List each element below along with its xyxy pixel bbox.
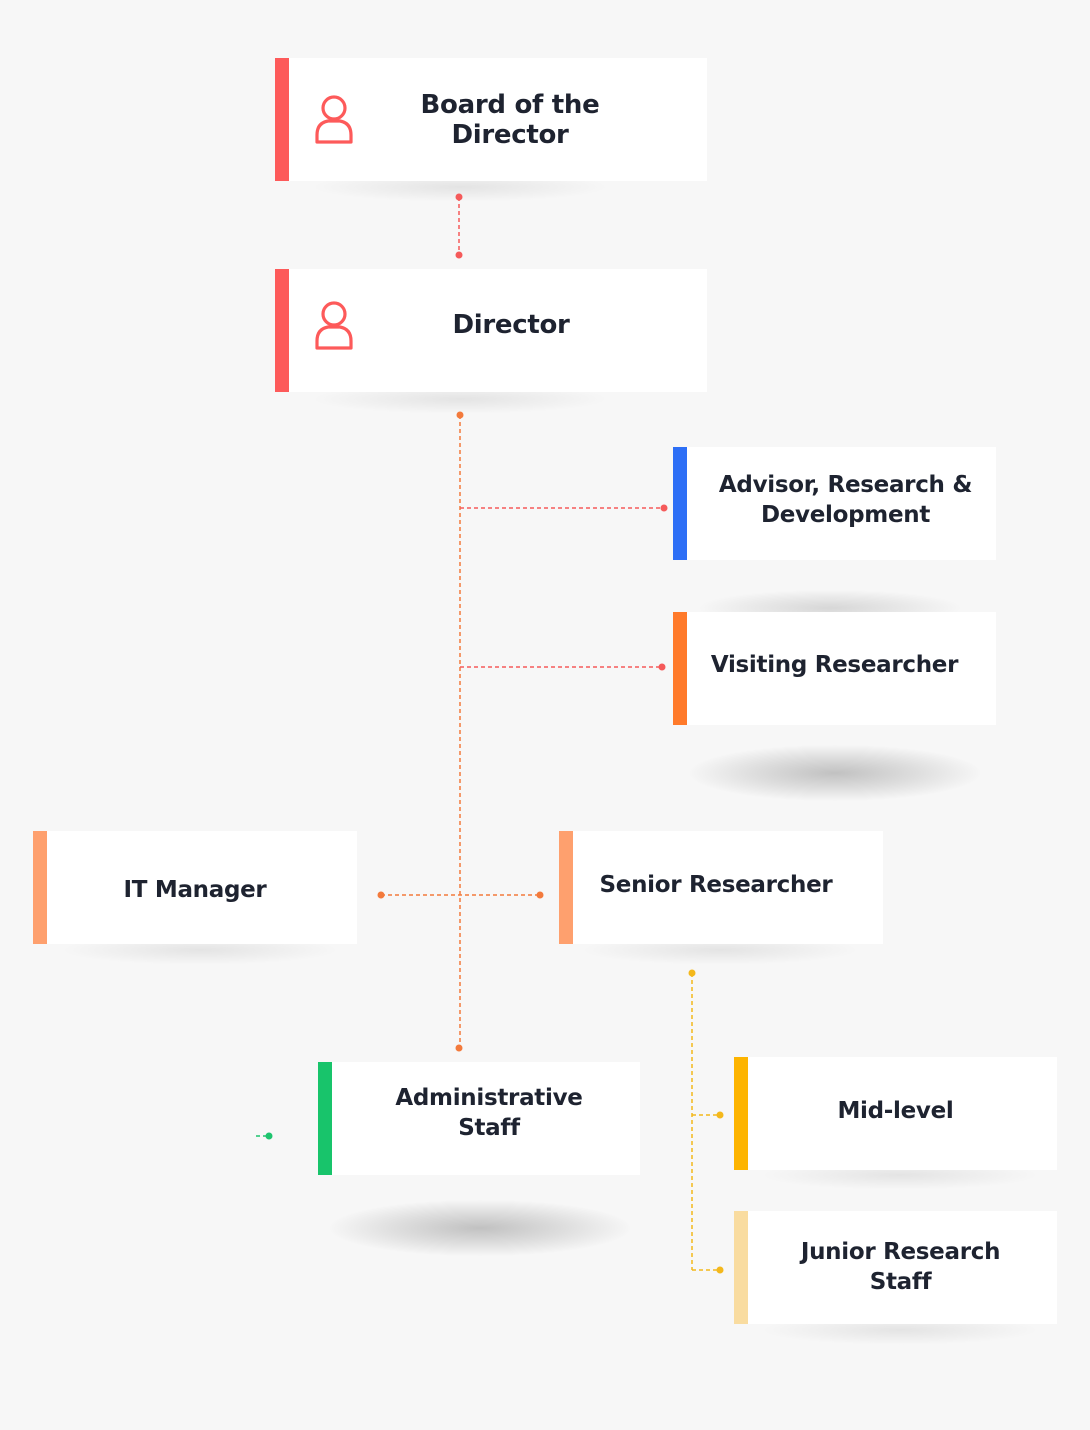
node-junior-research-staff: Junior Research Staff xyxy=(734,1211,1057,1324)
connector-dot xyxy=(658,663,666,671)
accent-bar xyxy=(673,447,687,560)
node-it-manager: IT Manager xyxy=(33,831,357,944)
connector-dot xyxy=(716,1266,724,1274)
node-senior-researcher: Senior Researcher xyxy=(559,831,883,944)
card-shadow xyxy=(330,1200,630,1256)
connector-dot xyxy=(455,251,463,259)
connector-dot xyxy=(536,891,544,899)
node-label: Administrative Staff xyxy=(395,1084,583,1141)
connector-dot xyxy=(660,504,668,512)
node-label: Mid-level xyxy=(837,1097,954,1124)
node-label: Advisor, Research & Development xyxy=(718,471,973,528)
connector-dot xyxy=(688,969,696,977)
accent-bar xyxy=(559,831,573,944)
node-label: Visiting Researcher xyxy=(710,651,959,678)
connector-dot xyxy=(716,1111,724,1119)
accent-bar xyxy=(673,612,687,725)
accent-bar xyxy=(318,1062,332,1175)
node-label: Junior Research Staff xyxy=(800,1238,1001,1295)
accent-bar xyxy=(734,1211,748,1324)
connector-dot xyxy=(455,193,463,201)
accent-bar xyxy=(275,269,289,392)
connector-dot xyxy=(455,1044,463,1052)
node-visiting-researcher: Visiting Researcher xyxy=(673,612,996,725)
accent-bar xyxy=(734,1057,748,1170)
node-label: Board of the Director xyxy=(420,89,600,150)
connector-dot xyxy=(377,891,385,899)
node-label: IT Manager xyxy=(123,876,267,903)
accent-bar xyxy=(275,58,289,181)
node-administrative-staff: Administrative Staff xyxy=(318,1062,640,1175)
node-label: Director xyxy=(452,309,570,340)
node-mid-level: Mid-level xyxy=(734,1057,1057,1170)
user-icon xyxy=(315,95,353,144)
connector-dot xyxy=(265,1132,273,1140)
node-advisor-research-development: Advisor, Research & Development xyxy=(673,447,996,560)
accent-bar xyxy=(33,831,47,944)
user-icon xyxy=(315,301,353,350)
node-board-of-the-director: Board of the Director xyxy=(275,58,707,181)
card-shadow xyxy=(690,745,980,801)
node-director: Director xyxy=(275,269,707,392)
node-label: Senior Researcher xyxy=(599,871,833,898)
connector-dot xyxy=(456,411,464,419)
